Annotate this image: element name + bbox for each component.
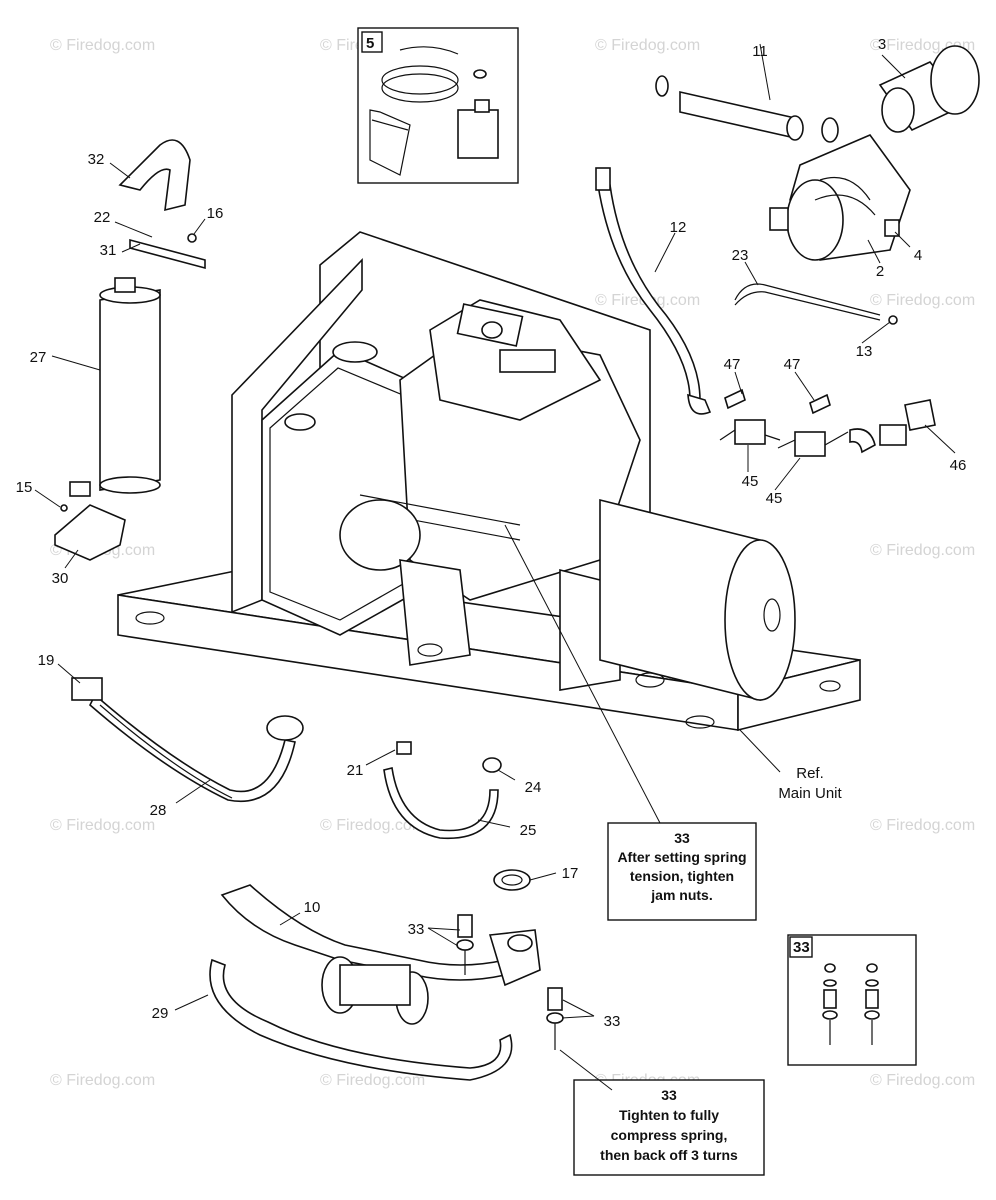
part-29-exhaust-pipe [209,958,513,1081]
callout-11: 11 [752,43,768,60]
callout-30: 30 [52,570,69,587]
callout-33-inset: 33 [793,939,810,956]
callout-32: 32 [88,151,105,168]
callout-labels: 11 3 12 23 2 4 13 47 47 45 45 46 32 22 3… [16,36,967,1030]
watermark: © Firedog.com [50,1072,155,1089]
callout-47: 47 [784,356,801,373]
watermark: © Firedog.com [870,542,975,559]
leader-lines [34,43,956,1091]
callout-31: 31 [100,242,117,259]
part-25-hose [383,741,502,840]
part-27-muffler [69,277,161,497]
watermark: © Firedog.com [870,292,975,309]
ref-label-line2: Main Unit [778,785,842,802]
callout-17: 17 [562,865,579,882]
part-10-exhaust-pipe [220,884,541,1025]
watermark: © Firedog.com [50,817,155,834]
part-3-filter [878,45,980,133]
callout-33: 33 [408,921,425,938]
part-32-hose [118,139,191,212]
part-45-valve-a [719,388,781,445]
callout-21: 21 [347,762,364,779]
callout-12: 12 [670,219,687,236]
callout-13: 13 [856,343,873,360]
callout-29: 29 [152,1005,169,1022]
callout-24: 24 [525,779,542,796]
note-bottom-line3: then back off 3 turns [600,1147,738,1163]
callout-47: 47 [724,356,741,373]
callout-5: 5 [366,35,374,52]
callout-46: 46 [950,457,967,474]
inset-part-5: 5 [357,27,519,184]
callout-33: 33 [604,1013,621,1030]
note-top-line2: tension, tighten [630,868,734,884]
note-top-line3: jam nuts. [650,887,712,903]
callout-3: 3 [878,36,886,53]
watermark: © Firedog.com [320,817,425,834]
watermark: © Firedog.com [870,1072,975,1089]
part-46-flange [849,399,936,454]
callout-16: 16 [207,205,224,222]
callout-4: 4 [914,247,922,264]
part-22-bracket [129,233,206,270]
generator [599,498,796,702]
callout-23: 23 [732,247,749,264]
ref-label-line1: Ref. [796,765,824,782]
part-12-hose [595,167,712,415]
radiator [261,341,421,636]
part-2-air-cleaner [769,134,911,261]
note-box-compress-spring: 33 Tighten to fully compress spring, the… [573,1079,765,1176]
callout-2: 2 [876,263,884,280]
callout-19: 19 [38,652,55,669]
callout-15: 15 [16,479,33,496]
callout-27: 27 [30,349,47,366]
part-17-gasket [493,869,531,891]
inset-part-33: 33 [787,934,917,1066]
callout-28: 28 [150,802,167,819]
part-30-bracket [54,504,126,561]
watermark: © Firedog.com [595,37,700,54]
watermark: © Firedog.com [320,1072,425,1089]
note-bottom-number: 33 [661,1087,677,1103]
note-top-line1: After setting spring [617,849,746,865]
note-top-number: 33 [674,830,690,846]
callout-25: 25 [520,822,537,839]
part-33-spring-b [546,987,564,1050]
part-23-tube [734,283,898,325]
callout-10: 10 [304,899,321,916]
part-11-tube [655,75,839,143]
note-bottom-line2: compress spring, [611,1127,728,1143]
part-45-valve-b [777,393,849,457]
watermark: © Firedog.com [50,37,155,54]
callout-45: 45 [742,473,759,490]
callout-22: 22 [94,209,111,226]
watermark: © Firedog.com [870,817,975,834]
note-box-spring-tension: 33 After setting spring tension, tighten… [607,822,757,921]
part-28-hose [71,677,304,802]
note-bottom-line1: Tighten to fully [619,1107,719,1123]
callout-45: 45 [766,490,783,507]
